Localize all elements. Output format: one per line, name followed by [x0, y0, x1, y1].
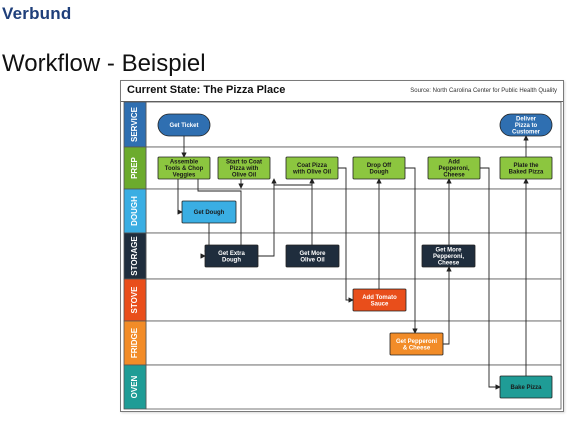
step-text-start-coat: Start to Coat	[226, 160, 262, 166]
step-box-get-more-pepperoni	[421, 244, 476, 268]
step-box-plate-pizza	[499, 156, 553, 180]
flow-arrow-2	[177, 179, 183, 215]
step-text-get-ticket: Get Ticket	[170, 123, 199, 129]
step-box-get-more-oil	[285, 244, 340, 268]
step-text-add-pepperoni: Cheese	[443, 173, 465, 179]
step-box-coat-pizza	[285, 156, 339, 180]
step-text-assemble-tools: Assemble	[170, 160, 199, 166]
swimlane-canvas: SERVICE PREP DOUGH STORAGE STOVE FRIDGE OVEN G…	[123, 101, 562, 410]
diagram-source: Source: North Carolina Center for Public…	[410, 88, 557, 94]
step-box-add-pepperoni	[427, 156, 481, 180]
step-bake-pizza: Bake Pizza	[499, 375, 553, 399]
step-text-bake-pizza: Bake Pizza	[510, 385, 542, 391]
step-get-ticket: Get Ticket	[157, 113, 211, 137]
step-text-deliver-pizza: Customer	[512, 130, 541, 136]
step-text-coat-pizza: Coat Pizza	[297, 163, 328, 169]
step-get-dough: Get Dough	[181, 200, 237, 224]
step-text-get-pepperoni-cheese: Get Pepperoni	[396, 339, 437, 345]
step-text-get-extra-dough: Get Extra	[218, 251, 245, 257]
slide-title: Workflow - Beispiel	[2, 50, 206, 77]
step-text-start-coat: Pizza with	[230, 166, 259, 172]
brand-logo: Verbund	[2, 4, 72, 23]
lane-header-oven	[123, 364, 147, 410]
step-box-deliver-pizza	[499, 113, 553, 137]
lane-label-fridge: FRIDGE	[130, 327, 139, 358]
lane-label-oven: OVEN	[130, 375, 139, 398]
lane-fridge	[145, 320, 562, 366]
step-text-add-pepperoni: Pepperoni,	[438, 166, 469, 172]
flow-arrow-14	[480, 167, 501, 390]
step-text-get-pepperoni-cheese: & Cheese	[403, 345, 431, 351]
flow-arrow-12	[443, 266, 452, 345]
step-text-add-tomato: Add Tomato	[362, 295, 397, 301]
step-text-get-more-oil: Olive Oil	[300, 257, 325, 263]
step-text-deliver-pizza: Deliver	[516, 117, 537, 123]
step-box-get-extra-dough	[204, 244, 259, 268]
step-text-get-dough: Get Dough	[194, 210, 225, 216]
step-box-assemble-tools	[157, 156, 211, 180]
diagram-title: Current State: The Pizza Place	[127, 84, 286, 96]
lane-label-prep: PREP	[130, 156, 139, 178]
step-text-deliver-pizza: Pizza to	[515, 123, 538, 129]
lane-label-stove: STOVE	[130, 286, 139, 314]
flow-arrow-9	[338, 167, 354, 303]
workflow-diagram: Current State: The Pizza Place Source: N…	[120, 80, 564, 412]
step-box-drop-dough	[352, 156, 406, 180]
flow-arrow-6	[258, 178, 277, 257]
step-text-drop-dough: Dough	[370, 169, 389, 175]
step-box-bake-pizza	[499, 375, 553, 399]
step-text-start-coat: Olive Oil	[232, 173, 257, 179]
step-text-plate-pizza: Baked Pizza	[509, 169, 544, 175]
lane-label-storage: STORAGE	[130, 236, 139, 276]
lane-label-service: SERVICE	[130, 106, 139, 142]
step-box-get-dough	[181, 200, 237, 224]
step-text-get-more-pepperoni: Cheese	[438, 261, 460, 267]
flow-arrow-11	[405, 167, 418, 334]
step-box-add-tomato	[352, 288, 407, 312]
step-get-pepperoni-cheese: Get Pepperoni& Cheese	[389, 332, 444, 356]
step-text-assemble-tools: Veggies	[173, 173, 196, 179]
step-text-get-more-oil: Get More	[299, 251, 326, 257]
step-text-coat-pizza: with Olive Oil	[292, 169, 331, 175]
header-divider	[121, 101, 563, 102]
step-text-get-extra-dough: Dough	[222, 257, 241, 263]
step-text-add-tomato: Sauce	[371, 301, 389, 307]
step-text-get-more-pepperoni: Get More	[435, 248, 462, 254]
lane-label-dough: DOUGH	[130, 196, 139, 226]
step-text-get-more-pepperoni: Pepperoni,	[433, 254, 464, 260]
step-text-assemble-tools: Tools & Chop	[165, 166, 204, 172]
step-box-get-pepperoni-cheese	[389, 332, 444, 356]
step-box-start-coat	[217, 156, 271, 180]
step-text-plate-pizza: Plate the	[513, 163, 539, 169]
step-text-drop-dough: Drop Off	[367, 163, 392, 169]
step-box-get-ticket	[157, 113, 211, 137]
step-text-add-pepperoni: Add	[448, 160, 460, 166]
